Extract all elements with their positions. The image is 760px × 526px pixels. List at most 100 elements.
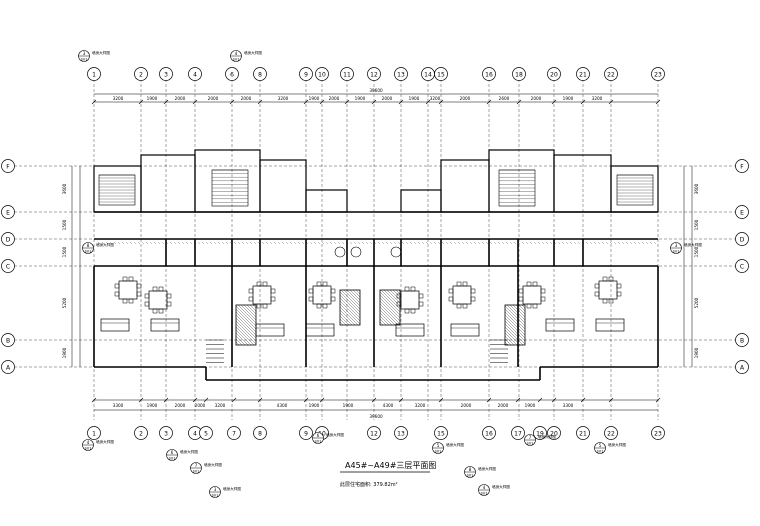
- hatch-line: [515, 304, 526, 315]
- dim-tick: [515, 397, 521, 403]
- floor-hatch: [357, 241, 361, 245]
- axis-bubble-left: [1, 259, 15, 273]
- axis-label-top: 3: [164, 72, 168, 79]
- dim-text-top: 2600: [499, 96, 510, 101]
- floor-hatch: [645, 241, 649, 245]
- floor-hatch: [385, 241, 389, 245]
- floor-hatch: [325, 241, 329, 245]
- floor-hatch: [341, 241, 345, 245]
- chair: [128, 276, 134, 282]
- chair: [540, 296, 546, 302]
- axis-bubble-top: [159, 67, 173, 81]
- dim-tick: [371, 397, 377, 403]
- room-block: [553, 154, 612, 213]
- hatch-line: [339, 309, 356, 326]
- floor-hatch: [469, 241, 473, 245]
- chair: [518, 288, 524, 294]
- axis-bubble-top: [367, 67, 381, 81]
- chair: [518, 296, 524, 302]
- callout-sheet: S01: [597, 450, 604, 454]
- floor-hatch: [429, 241, 433, 245]
- chair: [262, 281, 268, 287]
- chair: [262, 303, 268, 309]
- floor-hatch: [113, 241, 117, 245]
- hatch-line: [379, 300, 401, 322]
- hatch-line: [379, 294, 401, 316]
- chair: [330, 296, 336, 302]
- hatch-line: [243, 304, 257, 318]
- floor-hatch: [617, 241, 621, 245]
- chair: [152, 308, 158, 314]
- floor-hatch: [437, 241, 441, 245]
- chair: [270, 288, 276, 294]
- hatch-line: [339, 294, 361, 316]
- floor-hatch: [397, 241, 401, 245]
- axis-bubble-top: [299, 67, 313, 81]
- floor-hatch: [577, 241, 581, 245]
- axis-bubble-top: [253, 67, 267, 81]
- hatch-line: [235, 308, 257, 330]
- chair: [316, 303, 322, 309]
- dim-text-bottom: 2000: [175, 403, 186, 408]
- dim-tick: [398, 397, 404, 403]
- axis-label-left: C: [6, 263, 10, 270]
- callout-sheet: S01: [481, 492, 488, 496]
- axis-label-top: 21: [579, 72, 587, 79]
- floor-hatch: [145, 241, 149, 245]
- furniture-layer: [100, 246, 625, 337]
- chair: [166, 293, 172, 299]
- axis-bubble-bottom: [604, 426, 618, 440]
- hatch-line: [235, 329, 252, 346]
- hatch-line: [379, 303, 401, 325]
- axis-bubble-bottom: [511, 426, 525, 440]
- floor-hatch: [249, 241, 253, 245]
- axis-label-bottom: 2: [139, 431, 143, 438]
- hatch-line: [343, 289, 361, 307]
- chair: [462, 281, 468, 287]
- floor-hatch: [289, 241, 293, 245]
- hatch-line: [246, 304, 257, 315]
- dim-tick: [655, 397, 661, 403]
- callout-number: 6: [171, 450, 174, 455]
- floor-hatch: [529, 241, 533, 245]
- hatch-line: [235, 326, 255, 346]
- hatch-line: [339, 297, 361, 319]
- dim-tick: [203, 397, 209, 403]
- axis-label-right: E: [740, 209, 744, 216]
- floor-hatch: [565, 241, 569, 245]
- dim-tick: [229, 99, 235, 105]
- floor-hatch: [445, 241, 449, 245]
- chair: [470, 296, 476, 302]
- dim-text-left: 3600: [62, 183, 67, 194]
- axis-bubble-bottom: [159, 426, 173, 440]
- floor-hatch: [153, 241, 157, 245]
- axis-bubble-bottom: [651, 426, 665, 440]
- axis-bubble-bottom: [547, 426, 561, 440]
- axis-label-top: 18: [515, 72, 523, 79]
- hatched-area: [339, 289, 361, 326]
- sofa: [450, 323, 480, 337]
- chair: [270, 296, 276, 302]
- floor-hatch: [421, 241, 425, 245]
- floor-hatch: [605, 241, 609, 245]
- callout-sheet: S01: [212, 494, 219, 498]
- axis-label-bottom: 8: [258, 431, 262, 438]
- floor-hatch: [393, 241, 397, 245]
- hatch-line: [339, 312, 353, 326]
- floor-hatch: [593, 241, 597, 245]
- sofa: [150, 318, 180, 332]
- chair: [122, 276, 128, 282]
- floor-hatch: [233, 241, 237, 245]
- axis-bubble-bottom: [482, 426, 496, 440]
- chair: [396, 293, 402, 299]
- hatched-area: [504, 304, 526, 346]
- hatch-line: [504, 320, 526, 342]
- floor-hatch: [309, 241, 313, 245]
- callout-text: 墙身大样图: [326, 432, 344, 437]
- dim-tick: [163, 397, 169, 403]
- axis-label-top: 10: [318, 72, 326, 79]
- callout-sheet: S01: [85, 447, 92, 451]
- dim-tick: [516, 99, 522, 105]
- floor-hatch: [485, 241, 489, 245]
- floor-hatch: [501, 241, 505, 245]
